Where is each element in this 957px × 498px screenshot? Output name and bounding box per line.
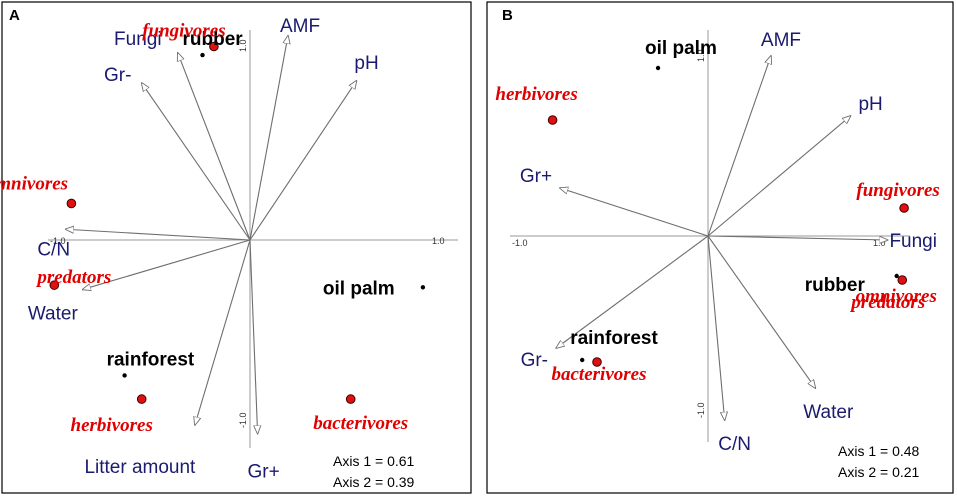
panel-b-group-point-herbivores (547, 115, 558, 125)
panel-a-vector-ph (249, 81, 356, 241)
panel-b-site-point-rubber (894, 273, 899, 279)
panel-a-frame (1, 1, 472, 494)
panel-a-vector-label-fungi: Fungi (114, 29, 162, 50)
panel-b-vector-ph (707, 116, 850, 237)
panel-a-group-label-fungivores: fungivores (142, 21, 225, 42)
panel-b: B -1.0 1.0 1.0 -1.0 AMFpHGr+FungiGr-Wate… (486, 1, 954, 494)
panel-b-vector-fungi (707, 235, 887, 240)
panel-b-site-label-rainforest: rainforest (570, 328, 658, 349)
panel-b-group-label-bacterivores: bacterivores (552, 364, 647, 385)
panel-b-vector-gr (560, 188, 709, 237)
panel-b-ytick-min: -1.0 (696, 402, 706, 418)
panel-b-vector-label-ph: pH (858, 94, 882, 115)
panel-a-vector-water (83, 239, 251, 289)
panel-a-axis1-stat: Axis 1 = 0.61 (333, 453, 415, 469)
panel-a-vector-label-gr: Gr+ (247, 462, 279, 483)
panel-a-group-label-herbivores: herbivores (71, 415, 153, 436)
panel-a-group-point-herbivores (136, 394, 147, 404)
panel-a-xtick-max: 1.0 (432, 236, 445, 246)
panel-b-vector-label-gr: Gr+ (520, 166, 552, 187)
panel-a-group-label-predators: predators (35, 267, 111, 288)
panel-a-vector-label-c-n: C/N (37, 239, 70, 260)
panel-a-vector-fungi (178, 53, 251, 241)
panel-a-vector-label-gr: Gr- (104, 65, 131, 86)
panel-a-group-point-predators (49, 280, 60, 290)
panel-b-vector-label-gr: Gr- (521, 350, 548, 371)
panel-b-group-label-predators: predators (849, 292, 925, 313)
panel-a-vector-c-n (66, 229, 251, 241)
panel-b-vector-label-water: Water (803, 402, 854, 423)
panel-a-group-point-omnivores (66, 198, 77, 209)
panel-a-site-point-oil-palm (420, 285, 426, 290)
panel-b-vector-label-amf: AMF (761, 30, 801, 51)
panel-a-vector-label-litter-amount: Litter amount (84, 457, 196, 478)
panel-b-axis1-stat: Axis 1 = 0.48 (838, 443, 920, 459)
panel-b-group-label-herbivores: herbivores (495, 84, 577, 105)
panel-b-vector-water (707, 235, 815, 388)
panel-a-vector-gr (249, 239, 258, 434)
panel-a-site-label-rainforest: rainforest (107, 349, 195, 370)
panel-a-vector-gr (142, 83, 251, 241)
panel-b-group-point-bacterivores (592, 357, 602, 367)
panel-b-site-point-oil-palm (655, 65, 661, 71)
panel-b-vector-amf (707, 56, 771, 237)
panel-b-site-point-rainforest (580, 357, 585, 363)
panel-b-xtick-min: -1.0 (512, 238, 528, 248)
panel-b-vector-label-c-n: C/N (718, 434, 751, 455)
panel-a-vector-label-ph: pH (354, 53, 378, 74)
panel-a-group-label-omnivores: omnivores (0, 173, 68, 194)
panel-b-vector-gr (556, 235, 709, 348)
panel-a-site-label-rubber: rubber (183, 29, 244, 50)
panel-b-vector-label-fungi: Fungi (889, 231, 937, 252)
panel-a-letter: A (9, 7, 20, 24)
panel-a-group-label-bacterivores: bacterivores (313, 413, 408, 434)
panel-b-axis2-stat: Axis 2 = 0.21 (838, 464, 920, 480)
panel-a-ytick-max: 1.0 (238, 39, 248, 52)
panel-b-vectors (556, 56, 887, 420)
panel-b-letter: B (502, 7, 513, 24)
panel-a-vector-litter-amount (195, 239, 251, 425)
panel-a-axis2-stat: Axis 2 = 0.39 (333, 474, 415, 490)
panel-b-group-point-fungivores (899, 203, 909, 213)
panel-a-ytick-min: -1.0 (238, 412, 248, 428)
panel-b-group-label-fungivores: fungivores (856, 180, 939, 201)
panel-a-vector-label-water: Water (28, 303, 79, 324)
panel-b-group-label-omnivores: omnivores (856, 286, 937, 307)
panel-a-vector-label-amf: AMF (280, 16, 320, 37)
panel-b-group-point-omnivores (897, 275, 908, 285)
panel-a-site-point-rubber (200, 52, 205, 58)
panel-a-points (49, 41, 426, 404)
panel-a-site-label-oil-palm: oil palm (323, 278, 395, 299)
panel-b-site-label-rubber: rubber (805, 275, 866, 296)
panel-a-vector-amf (249, 36, 288, 241)
panel-b-vector-c-n (707, 235, 725, 420)
panel-a-group-point-fungivores (209, 41, 219, 52)
panel-a-group-point-bacterivores (345, 394, 356, 404)
panel-b-site-label-oil-palm: oil palm (645, 38, 717, 59)
panel-b-points (547, 65, 909, 367)
panel-a-vectors (66, 36, 357, 434)
panel-a-site-point-rainforest (122, 373, 127, 378)
panel-b-ytick-max: 1.0 (696, 49, 706, 62)
panel-b-frame (486, 1, 954, 494)
panel-a-xtick-min: -1.0 (50, 236, 66, 246)
